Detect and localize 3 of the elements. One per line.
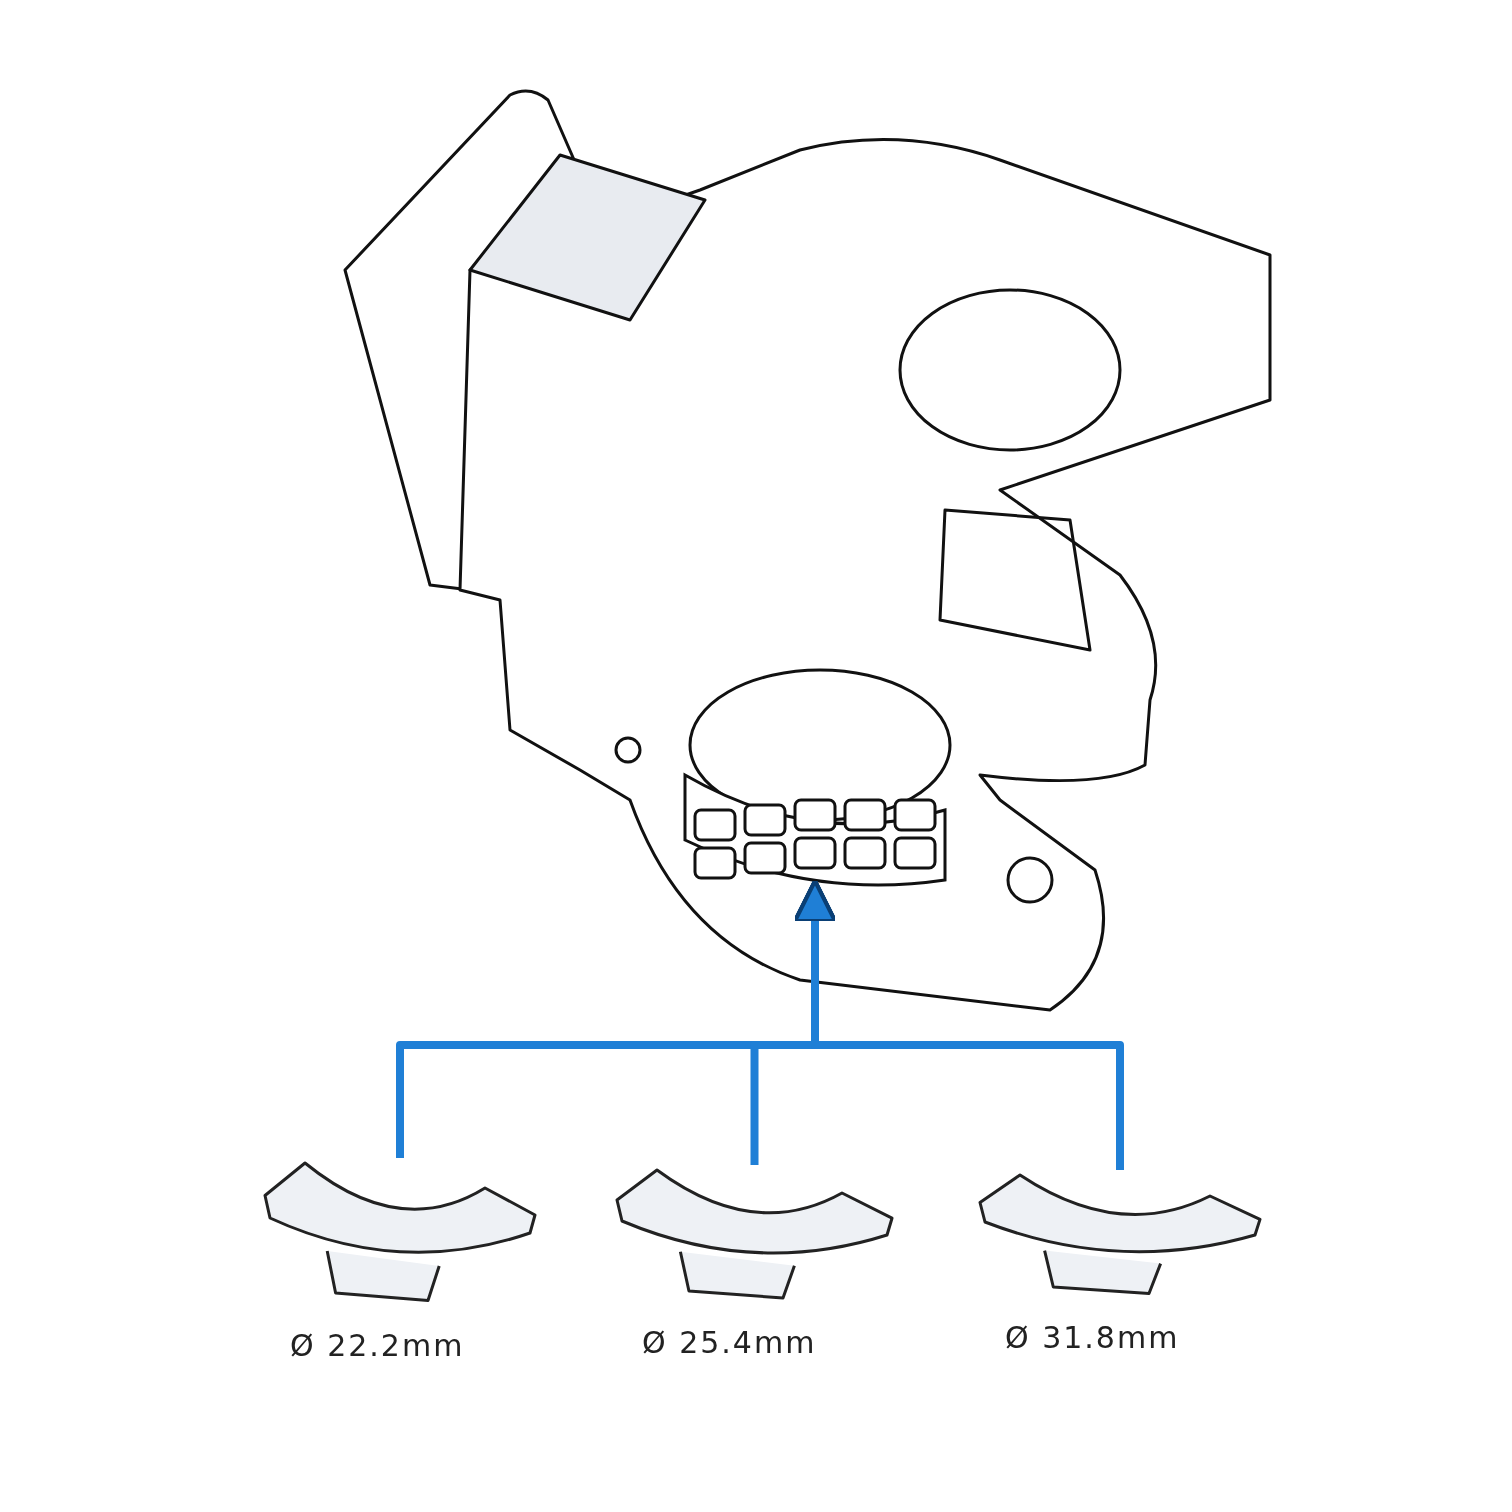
diameter-label: Ø 25.4mm (642, 1325, 817, 1360)
diameter-label: Ø 31.8mm (1005, 1320, 1180, 1355)
diameter-label: Ø 22.2mm (290, 1328, 465, 1363)
